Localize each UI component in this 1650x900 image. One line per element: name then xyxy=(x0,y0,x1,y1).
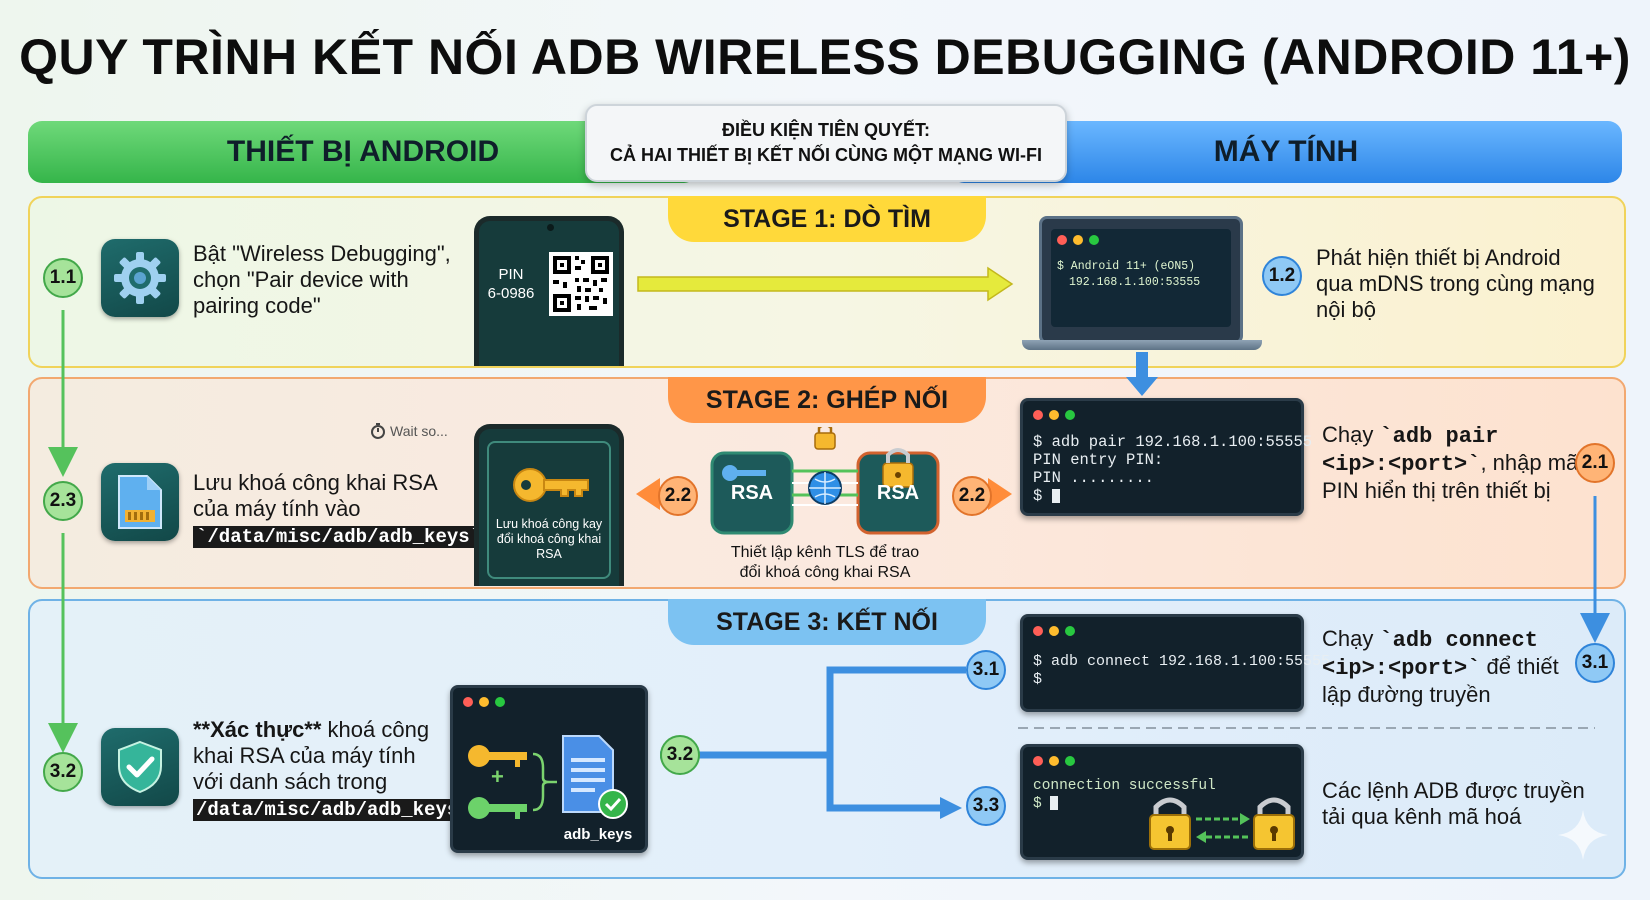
prerequisite-heading: ĐIỀU KIỆN TIÊN QUYẾT: xyxy=(721,120,931,140)
arrow-laptop-down xyxy=(1126,352,1158,396)
page-title: QUY TRÌNH KẾT NỐI ADB WIRELESS DEBUGGING… xyxy=(19,29,1631,85)
laptop: $ Android 11+ (eON5)192.168.1.100:53555 xyxy=(1039,216,1243,344)
android-phone-store-key: Lưu khoá công kay đổi khoá công khai RSA xyxy=(474,424,624,586)
step-3-3-description: Các lệnh ADB được truyền tải qua kênh mã… xyxy=(1322,778,1585,829)
qr-code-icon xyxy=(549,252,613,316)
android-phone-pairing: PIN 6-0986 xyxy=(474,216,624,366)
small-key-icon xyxy=(722,465,766,481)
step-1-2-description: Phát hiện thiết bị Android qua mDNS tron… xyxy=(1316,245,1595,322)
connection-success-output: connection successful$ xyxy=(1033,778,1216,812)
step-badge-3-2-center: 3.2 xyxy=(660,735,700,775)
stopwatch-icon xyxy=(371,423,385,439)
step-badge-2-2-left: 2.2 xyxy=(658,476,698,516)
rsa-lock-icon xyxy=(882,448,914,488)
terminal-connection-success: connection successful$ xyxy=(1020,744,1304,860)
lock-icon xyxy=(814,427,836,450)
stage-1-title: STAGE 1: DÒ TÌM xyxy=(668,196,986,242)
step-badge-3-3: 3.3 xyxy=(966,786,1006,826)
rsa-tls-exchange xyxy=(710,427,940,535)
keys-merge-graphic: + xyxy=(468,735,628,819)
storage-tile xyxy=(101,463,179,541)
adb-connect-output: $ adb connect 192.168.1.100:55555$ xyxy=(1033,653,1331,688)
gear-icon xyxy=(114,252,166,304)
prerequisite-box: ĐIỀU KIỆN TIÊN QUYẾT: CẢ HAI THIẾT BỊ KẾ… xyxy=(585,104,1067,182)
phone-camera xyxy=(547,224,554,231)
lock-icon-left xyxy=(1149,797,1191,850)
step-badge-2-1: 2.1 xyxy=(1575,443,1615,483)
terminal-adb-connect: $ adb connect 192.168.1.100:55555$ xyxy=(1020,614,1330,712)
arrow-phone-to-laptop xyxy=(637,266,1014,302)
step-badge-2-3: 2.3 xyxy=(43,481,83,521)
shield-check-icon xyxy=(118,740,162,794)
step-badge-1-1: 1.1 xyxy=(43,258,83,298)
pin-display: PIN 6-0986 xyxy=(487,266,535,302)
sd-card-icon xyxy=(118,475,162,529)
shield-tile xyxy=(101,728,179,806)
wait-indicator: Wait so... xyxy=(370,423,448,439)
step-badge-3-1-center: 3.1 xyxy=(966,650,1006,690)
tls-caption: Thiết lập kênh TLS để trao đổi khoá công… xyxy=(730,544,920,581)
adb-keys-path: `/data/misc/adb/adb_keys` xyxy=(193,526,485,548)
lock-icon-right xyxy=(1253,797,1295,850)
step-badge-3-2-left: 3.2 xyxy=(43,752,83,792)
stage-2-title: STAGE 2: GHÉP NỐI xyxy=(668,377,986,423)
key-verification-window: + adb_keys xyxy=(450,685,648,853)
laptop-base xyxy=(1022,340,1262,350)
arrow-left-orange xyxy=(636,478,660,510)
laptop-screen: $ Android 11+ (eON5)192.168.1.100:53555 xyxy=(1051,229,1231,327)
sparkle-icon xyxy=(1558,810,1608,860)
step-badge-2-2-right: 2.2 xyxy=(952,476,992,516)
rsa-label-left: RSA xyxy=(730,482,774,504)
encrypted-channel-graphic xyxy=(1149,797,1295,850)
document-icon xyxy=(562,735,614,813)
key-icon-top xyxy=(468,745,527,767)
laptop-terminal-output: $ Android 11+ (eON5)192.168.1.100:53555 xyxy=(1057,260,1201,289)
rsa-label-right: RSA xyxy=(876,482,920,504)
step-1-1-description: Bật "Wireless Debugging", chọn "Pair dev… xyxy=(193,241,451,318)
arrow-right-orange xyxy=(988,478,1012,510)
step-2-1-description: Chạy `adb pair <ip>:<port>`, nhập mã PIN… xyxy=(1322,422,1579,503)
stage-3-title: STAGE 3: KẾT NỐI xyxy=(668,599,986,645)
step-3-2-description: **Xác thực** khoá công khai RSA của máy … xyxy=(193,717,462,823)
svg-text:+: + xyxy=(491,764,504,789)
adb-keys-path-verify: /data/misc/adb/adb_keys xyxy=(193,799,462,821)
step-3-1-description: Chạy `adb connect <ip>:<port>` để thiết … xyxy=(1322,626,1559,707)
key-icon-bottom xyxy=(468,797,527,819)
key-icon xyxy=(513,468,589,502)
step-badge-3-1-right: 3.1 xyxy=(1575,643,1615,683)
step-2-3-description: Lưu khoá công khai RSA của máy tính vào … xyxy=(193,470,485,550)
prerequisite-text: CẢ HAI THIẾT BỊ KẾT NỐI CÙNG MỘT MẠNG WI… xyxy=(610,145,1042,165)
phone-key-caption: Lưu khoá công kay đổi khoá công khai RSA xyxy=(495,517,603,561)
adb-keys-label: adb_keys xyxy=(563,826,633,843)
step-badge-1-2: 1.2 xyxy=(1262,256,1302,296)
check-circle-icon xyxy=(598,789,628,819)
settings-tile xyxy=(101,239,179,317)
